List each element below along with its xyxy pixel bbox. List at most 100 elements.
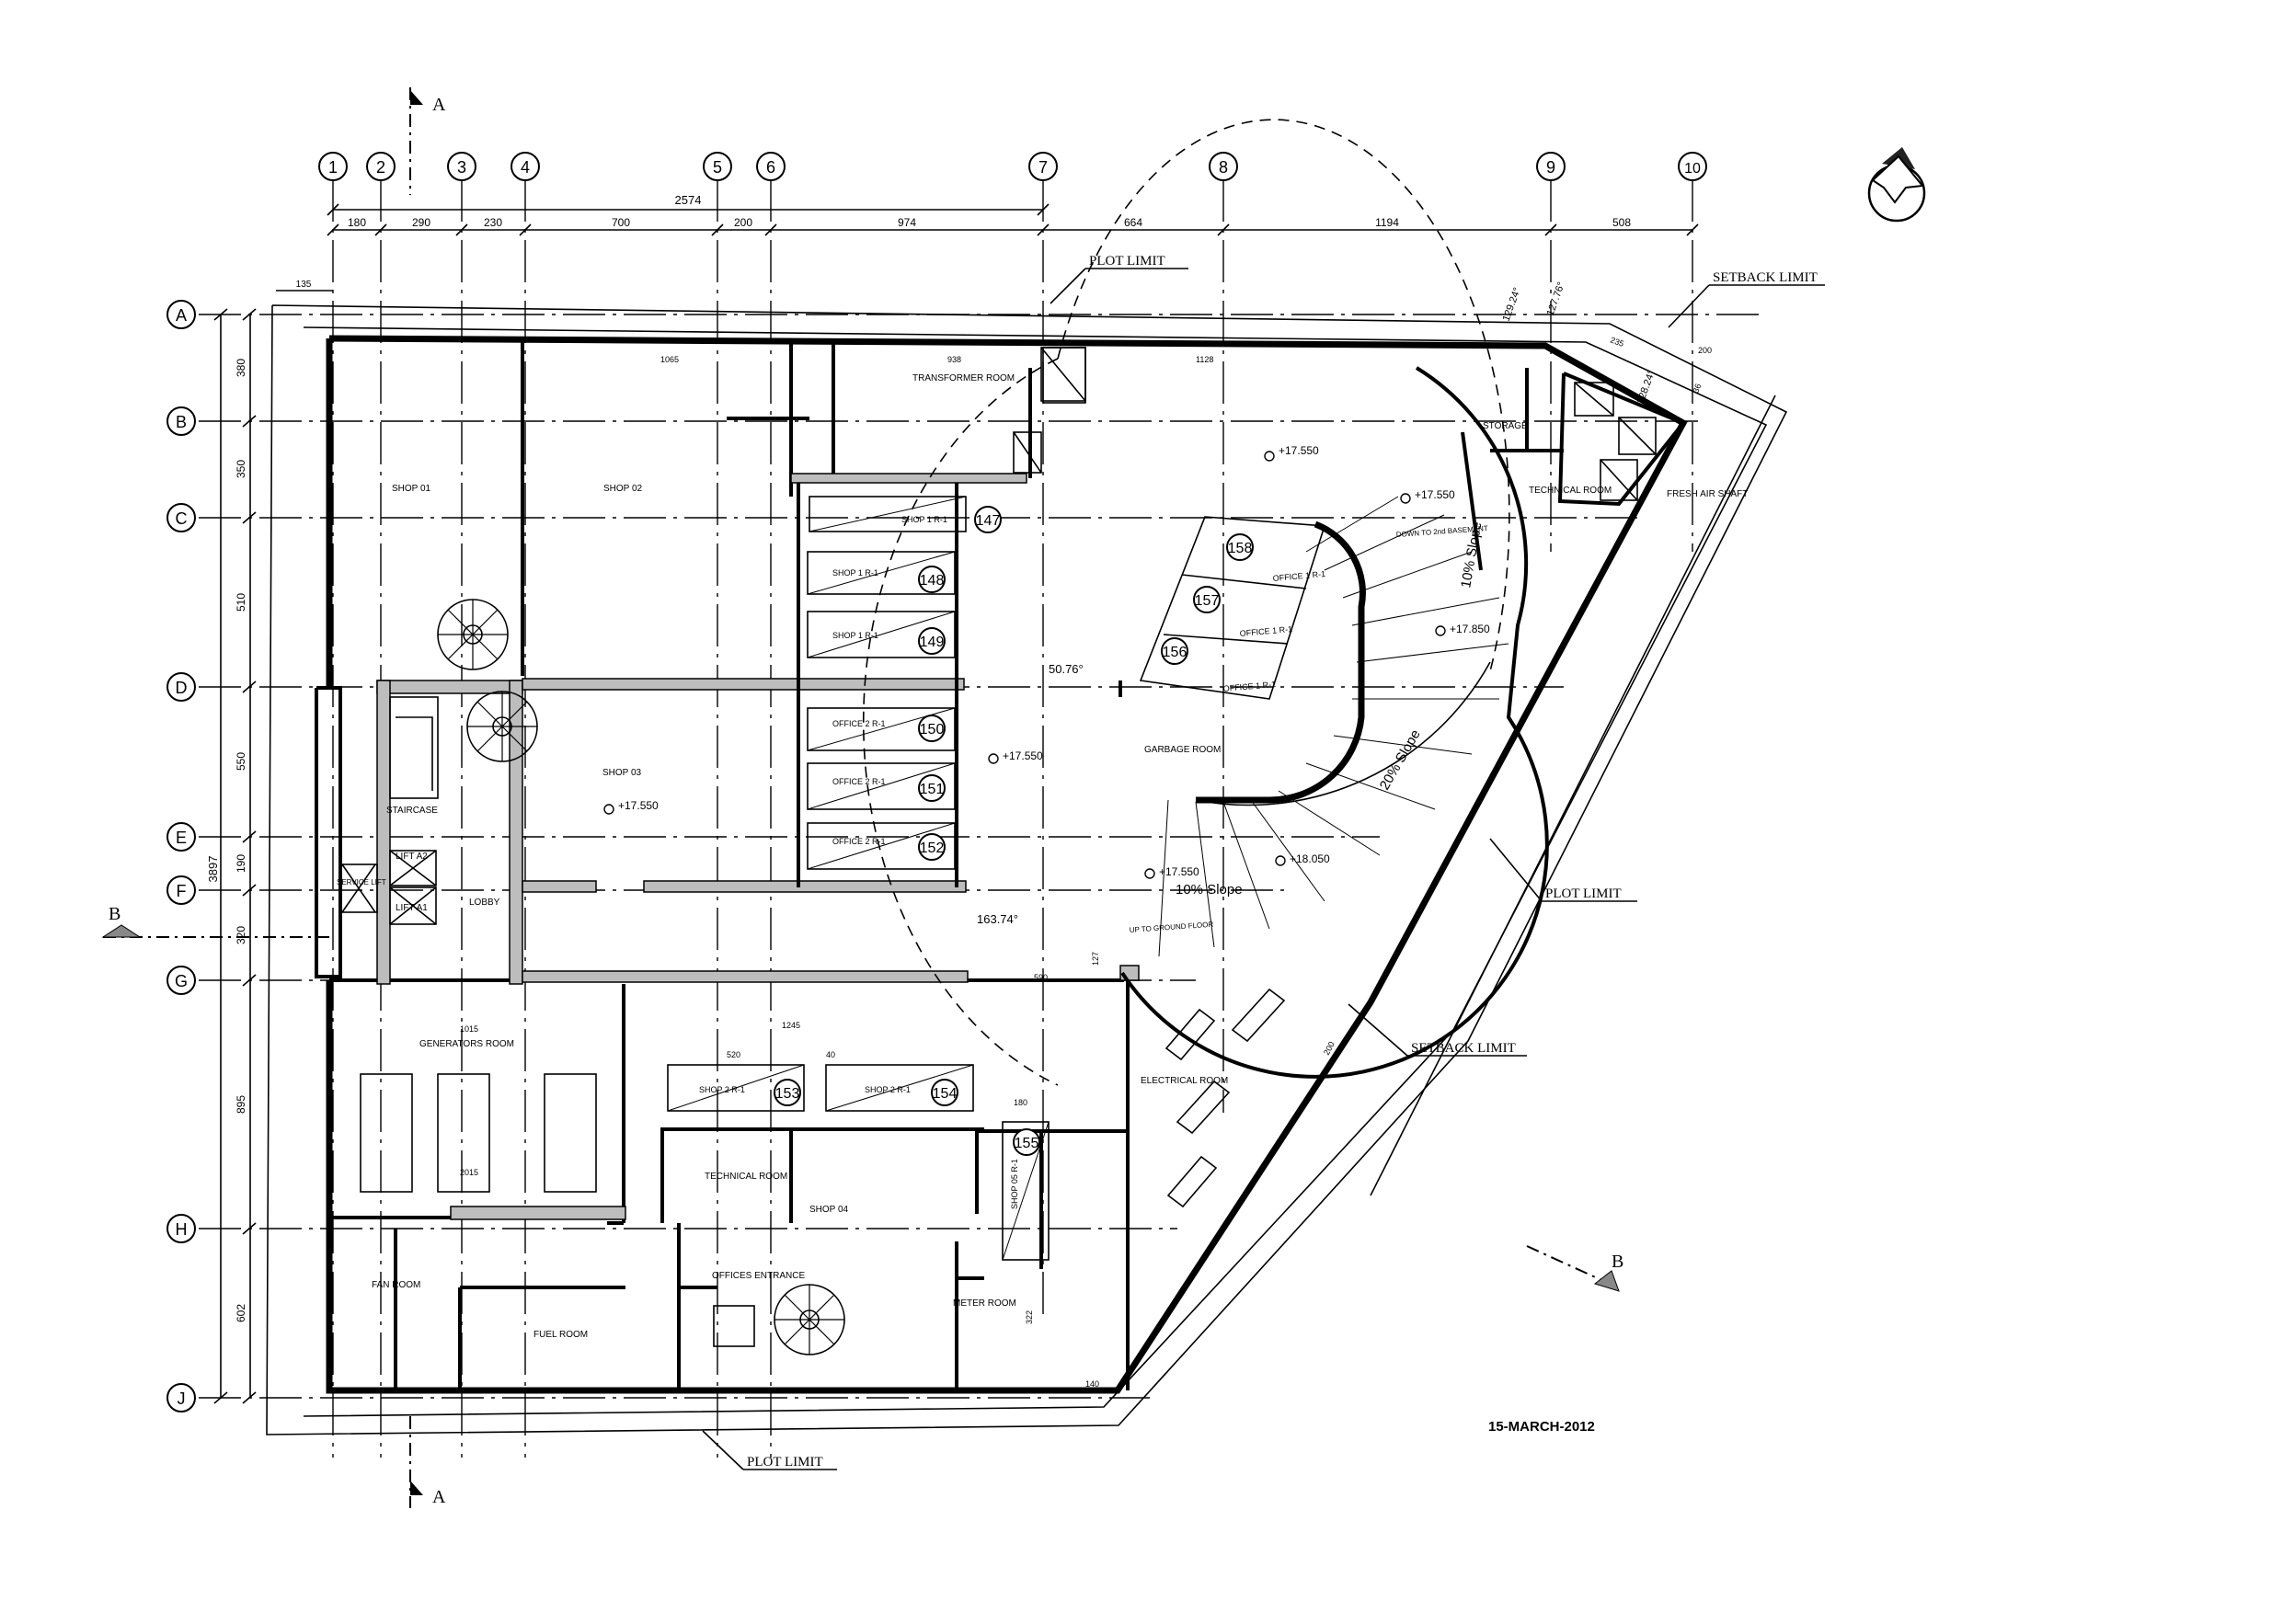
slope-label-3: 10% Slope xyxy=(1176,882,1243,898)
core-walls xyxy=(339,680,523,985)
label-storage: STORAGE xyxy=(1483,421,1528,431)
svg-text:SHOP 1 R-1: SHOP 1 R-1 xyxy=(901,515,947,524)
svg-text:700: 700 xyxy=(612,216,630,229)
grid-bubble-8: 8 xyxy=(1209,152,1238,181)
label-shop03: SHOP 03 xyxy=(602,768,641,778)
spiral-stair-1 xyxy=(437,599,509,670)
left-dimensions: 3897 380 350 510 550 190 320 895 602 xyxy=(206,308,257,1404)
svg-text:148: 148 xyxy=(920,573,945,589)
section-mark-b-right: B xyxy=(1526,1245,1623,1292)
transformer-hatch xyxy=(1042,347,1086,404)
svg-text:3: 3 xyxy=(457,158,466,177)
label-setback-right: SETBACK LIMIT xyxy=(1411,1041,1516,1056)
svg-text:147: 147 xyxy=(976,513,1001,529)
svg-text:140: 140 xyxy=(1085,1379,1099,1389)
svg-text:2: 2 xyxy=(376,158,385,177)
slope-label-2: 20% Slope xyxy=(1377,727,1424,793)
grid-bubble-5: 5 xyxy=(703,152,732,181)
grid-bubble-E: E xyxy=(166,822,196,852)
section-mark-a-top: A xyxy=(409,87,446,195)
label-fuel: FUEL ROOM xyxy=(533,1330,588,1340)
grid-bubble-7: 7 xyxy=(1028,152,1058,181)
level-mark-1: +17.550 xyxy=(1279,444,1319,457)
label-electrical: ELECTRICAL ROOM xyxy=(1141,1076,1228,1086)
svg-text:590: 590 xyxy=(1034,973,1048,982)
fresh-air-shaft xyxy=(1490,368,1687,507)
svg-text:E: E xyxy=(176,829,187,847)
svg-text:B: B xyxy=(109,904,120,924)
svg-text:3897: 3897 xyxy=(206,856,220,883)
svg-text:290: 290 xyxy=(412,216,430,229)
plot-limit-lines xyxy=(266,304,1788,1435)
angle-label-3: 129.24° xyxy=(1501,286,1523,323)
svg-text:1065: 1065 xyxy=(660,355,679,364)
grid-bubble-10: 10 xyxy=(1678,152,1707,181)
slope-labels: 10% Slope 20% Slope 10% Slope xyxy=(1176,520,1486,898)
label-shop02: SHOP 02 xyxy=(603,484,642,494)
parking-bays xyxy=(360,496,1286,1261)
svg-text:154: 154 xyxy=(933,1086,958,1102)
svg-text:OFFICE 1 R-1: OFFICE 1 R-1 xyxy=(1222,680,1276,693)
angle-label-5: 128.24° xyxy=(1635,369,1658,406)
svg-text:B: B xyxy=(1612,1252,1623,1272)
spiral-stair-3 xyxy=(774,1284,845,1355)
svg-text:SHOP 2 R-1: SHOP 2 R-1 xyxy=(699,1085,745,1094)
svg-text:1245: 1245 xyxy=(782,1021,800,1030)
svg-text:SHOP 1 R-1: SHOP 1 R-1 xyxy=(832,631,878,640)
grid-column-bubbles: 1 2 3 4 5 6 7 8 9 10 xyxy=(318,152,1707,181)
svg-text:SHOP 05 R-1: SHOP 05 R-1 xyxy=(1010,1159,1019,1209)
label-fan: FAN ROOM xyxy=(372,1280,420,1290)
svg-text:152: 152 xyxy=(920,841,945,856)
grid-bubble-2: 2 xyxy=(366,152,396,181)
svg-text:36: 36 xyxy=(1691,383,1703,395)
svg-text:G: G xyxy=(175,972,188,990)
svg-text:40: 40 xyxy=(826,1050,835,1059)
label-offices-entrance: OFFICES ENTRANCE xyxy=(712,1271,805,1281)
label-meter: METER ROOM xyxy=(953,1298,1016,1309)
level-mark-4: +17.550 xyxy=(1415,488,1455,501)
svg-text:664: 664 xyxy=(1124,216,1142,229)
svg-text:4: 4 xyxy=(521,158,530,177)
svg-text:7: 7 xyxy=(1038,158,1048,177)
section-mark-b-left: B xyxy=(101,904,331,938)
svg-text:180: 180 xyxy=(348,216,366,229)
label-technical-room-2: TECHNICAL ROOM xyxy=(705,1172,787,1182)
grid-bubble-6: 6 xyxy=(756,152,786,181)
grid-bubble-9: 9 xyxy=(1536,152,1566,181)
svg-text:350: 350 xyxy=(235,460,247,478)
svg-text:157: 157 xyxy=(1195,593,1220,609)
svg-text:974: 974 xyxy=(898,216,916,229)
top-dimensions: 2574 180 290 230 700 200 974 664 1194 50… xyxy=(276,193,1699,292)
svg-text:8: 8 xyxy=(1219,158,1228,177)
svg-text:1128: 1128 xyxy=(1196,355,1213,364)
grid-bubble-J: J xyxy=(166,1383,196,1412)
svg-text:320: 320 xyxy=(235,926,247,944)
svg-text:550: 550 xyxy=(235,752,247,771)
setback-lines xyxy=(1461,431,1483,571)
svg-text:A: A xyxy=(432,1487,446,1507)
svg-text:SHOP 2 R-1: SHOP 2 R-1 xyxy=(865,1085,911,1094)
svg-text:158: 158 xyxy=(1228,541,1253,556)
svg-text:10: 10 xyxy=(1684,161,1701,177)
label-plot-limit-bottom: PLOT LIMIT xyxy=(747,1455,823,1470)
svg-text:200: 200 xyxy=(734,216,752,229)
svg-text:322: 322 xyxy=(1025,1310,1034,1324)
svg-text:9: 9 xyxy=(1546,158,1555,177)
label-plot-limit-top: PLOT LIMIT xyxy=(1089,254,1165,269)
svg-text:508: 508 xyxy=(1612,216,1631,229)
label-staircase: STAIRCASE xyxy=(386,806,438,816)
svg-text:A: A xyxy=(176,306,187,325)
svg-text:6: 6 xyxy=(766,158,775,177)
label-service-lift: SERVICE LIFT xyxy=(337,878,386,886)
label-garbage: GARBAGE ROOM xyxy=(1144,745,1221,755)
svg-text:153: 153 xyxy=(775,1086,800,1102)
label-shop04: SHOP 04 xyxy=(809,1205,848,1215)
angle-label-1: 50.76° xyxy=(1049,662,1084,676)
svg-text:C: C xyxy=(176,509,188,528)
label-setback-top: SETBACK LIMIT xyxy=(1713,270,1818,285)
grid-bubble-C: C xyxy=(166,503,196,532)
grid-lines xyxy=(199,179,1766,1458)
label-fresh-air: FRESH AIR SHAFT xyxy=(1667,489,1748,499)
parking-labels: SHOP 1 R-1 SHOP 1 R-1 SHOP 1 R-1 OFFICE … xyxy=(699,515,1325,1209)
